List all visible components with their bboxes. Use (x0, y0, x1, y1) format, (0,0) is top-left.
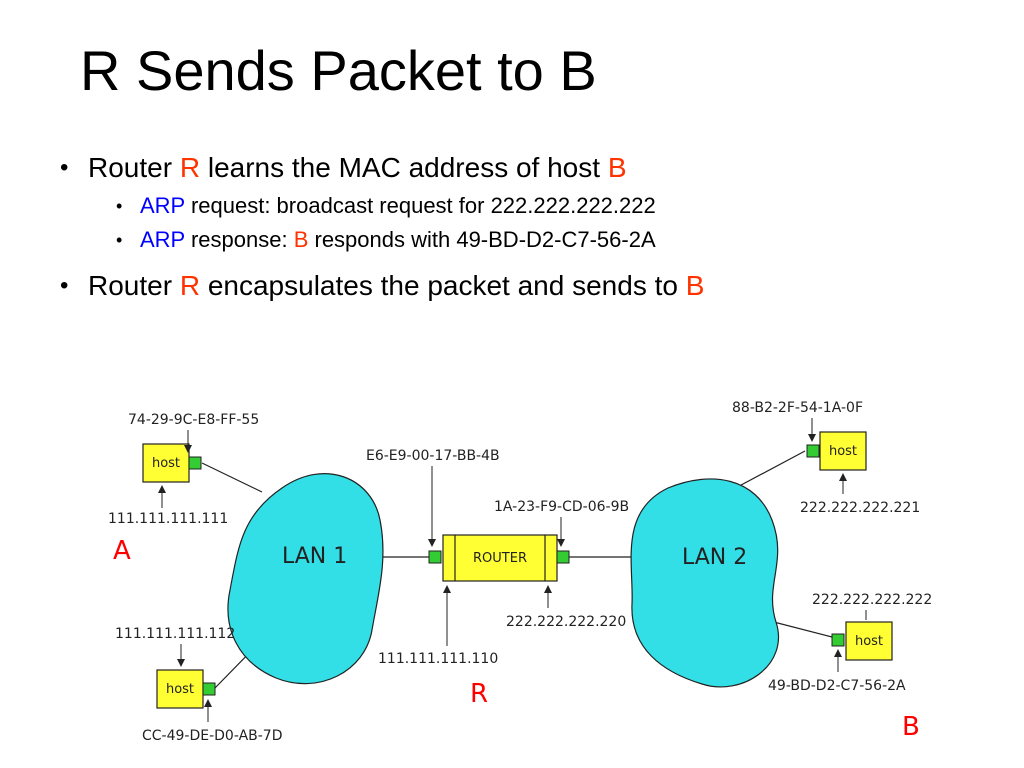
arp-label: ARP (140, 193, 185, 218)
host-b-label: B (607, 152, 627, 183)
host-a-ip: 111.111.111.111 (108, 511, 228, 527)
host-c-ip: 111.111.111.112 (115, 626, 235, 642)
host-a-mac: 74-29-9C-E8-FF-55 (128, 412, 259, 428)
host-d-port (806, 444, 820, 458)
lan1-label: LAN 1 (282, 544, 347, 569)
host-c-port (202, 682, 216, 696)
host-b-label: B (293, 227, 309, 252)
host-a-box (142, 443, 190, 483)
host-a-label: host (152, 456, 180, 471)
lan1-cloud (227, 473, 384, 685)
host-b-label: host (855, 634, 883, 649)
router-label: ROUTER (473, 551, 527, 566)
router-left-port (428, 550, 442, 564)
router-left-mac: E6-E9-00-17-BB-4B (366, 448, 500, 464)
bullet-router-learns-mac: Router R learns the MAC address of host … (60, 150, 1000, 186)
slide-title: R Sends Packet to B (80, 39, 597, 102)
router-r-label: R (179, 270, 201, 301)
bullet-list: Router R learns the MAC address of host … (60, 150, 1000, 304)
router-right-ip: 222.222.222.220 (506, 614, 626, 630)
bullet-text: response: (184, 227, 294, 252)
link-hosta-lan1 (201, 462, 263, 493)
lan2-label: LAN 2 (682, 545, 747, 570)
bullet-text: Router (88, 270, 180, 301)
tag-a: A (113, 536, 131, 566)
host-b-box (845, 621, 893, 661)
router-right-port (556, 550, 570, 564)
host-b-port (831, 633, 845, 647)
tag-r: R (470, 679, 488, 709)
router-box (442, 534, 558, 582)
bullet-text: encapsulates the packet and sends to (200, 270, 686, 301)
router-right-mac: 1A-23-F9-CD-06-9B (494, 499, 629, 515)
bullet-text: learns the MAC address of host (200, 152, 608, 183)
host-d-label: host (829, 444, 857, 459)
subbullet-arp-request: ARP request: broadcast request for 222.2… (60, 192, 1000, 220)
host-d-ip: 222.222.222.221 (800, 500, 920, 516)
host-b-ip: 222.222.222.222 (812, 592, 932, 608)
host-d-mac: 88-B2-2F-54-1A-0F (732, 400, 863, 416)
host-c-label: host (166, 682, 194, 697)
host-c-mac: CC-49-DE-D0-AB-7D (142, 728, 283, 744)
arp-label: ARP (140, 227, 185, 252)
host-c-box (156, 669, 204, 709)
bullet-router-encapsulates: Router R encapsulates the packet and sen… (60, 268, 1000, 304)
host-d-box (819, 431, 867, 471)
host-b-mac: 49-BD-D2-C7-56-2A (768, 678, 906, 694)
host-a-port (188, 456, 202, 470)
lan2-cloud (630, 478, 779, 688)
subbullet-arp-response: ARP response: B responds with 49-BD-D2-C… (60, 226, 1000, 254)
tag-b: B (902, 712, 920, 742)
router-r-label: R (179, 152, 201, 183)
bullet-text: Router (88, 152, 180, 183)
host-b-label: B (685, 270, 705, 301)
link-lan2-hostb (765, 619, 833, 638)
router-left-ip: 111.111.111.110 (378, 651, 498, 667)
bullet-text: request: broadcast request for 222.222.2… (184, 193, 656, 218)
bullet-text: responds with 49-BD-D2-C7-56-2A (308, 227, 656, 252)
